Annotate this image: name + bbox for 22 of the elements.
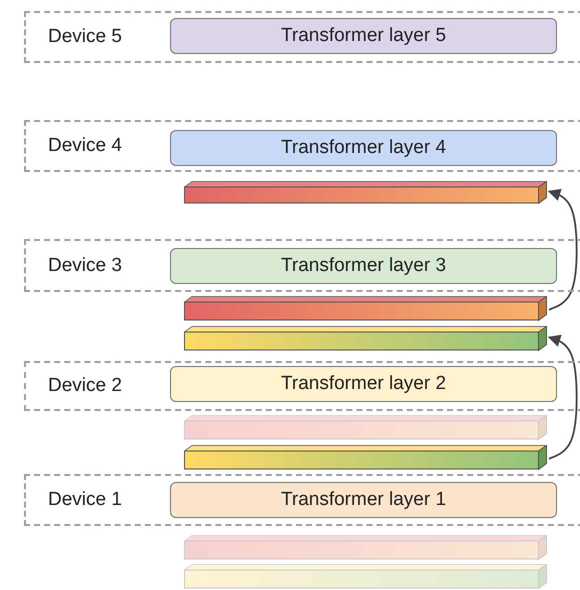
layer-label: Transformer layer 2 [280,373,446,395]
layer-label: Transformer layer 1 [280,489,446,511]
device-label: Device 3 [48,254,122,276]
layer-box [170,482,557,518]
layer-box [170,130,557,166]
device-label: Device 1 [48,489,122,511]
layer-box [170,18,557,54]
layer-label: Transformer layer 3 [280,255,446,277]
device-band [24,120,580,172]
layer-label: Transformer layer 5 [280,25,446,47]
device-band [24,361,580,411]
layer-box [170,366,557,402]
curved-arrow [548,334,578,460]
device-band [24,239,580,292]
device-label: Device 5 [48,26,122,48]
device-label: Device 4 [48,135,122,157]
layer-label: Transformer layer 4 [280,137,446,159]
device-label: Device 2 [48,375,122,397]
device-band [24,474,580,526]
curved-arrow [548,188,578,311]
layer-box [170,248,557,284]
device-band [24,11,580,63]
